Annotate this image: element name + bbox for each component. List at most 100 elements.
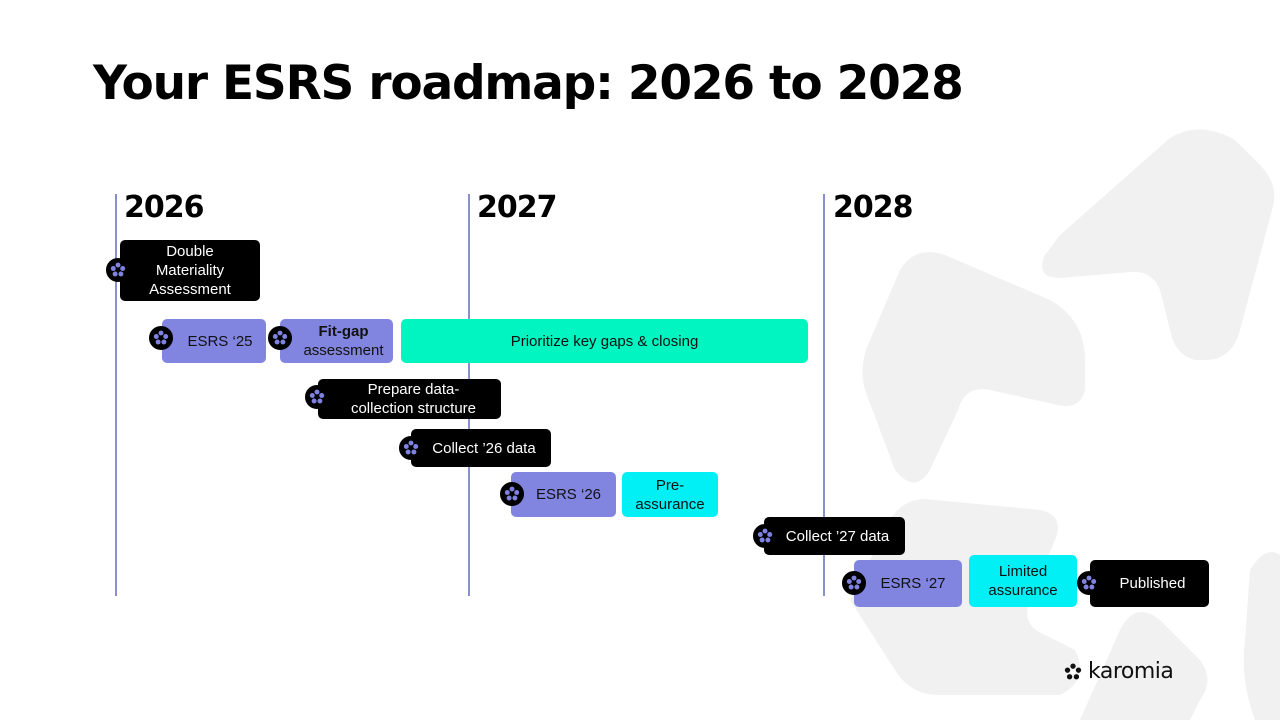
flower-center — [409, 446, 413, 450]
task-label-line: Materiality — [155, 262, 225, 279]
karomia-flower-icon — [504, 486, 520, 501]
flower-petal — [405, 449, 411, 455]
flower-center — [159, 336, 163, 340]
karomia-marker-icon — [399, 436, 423, 460]
task-published: Published — [1090, 560, 1209, 607]
flower-petal — [509, 486, 515, 492]
flower-petal — [272, 333, 278, 339]
flower-petal — [311, 398, 317, 404]
task-label-line: Fit-gap — [318, 323, 369, 340]
flower-petal — [158, 330, 164, 336]
flower-petal — [403, 443, 409, 449]
task-label: Collect ’26 data — [432, 439, 536, 457]
task-label: ESRS ‘27 — [880, 575, 946, 592]
task-label-line: Pre- — [655, 476, 685, 494]
flower-petal — [413, 443, 419, 449]
karomia-logo-icon — [1064, 663, 1082, 679]
flower-petal — [163, 333, 169, 339]
karomia-flower-icon — [110, 262, 126, 277]
flower-petal — [1091, 578, 1097, 584]
karomia-flower-icon — [757, 528, 773, 543]
flower-petal — [314, 389, 320, 395]
flower-petal — [319, 392, 325, 398]
karomia-flower-icon — [153, 330, 169, 345]
flower-petal — [282, 333, 288, 339]
flower-petal — [1083, 584, 1089, 590]
karomia-marker-icon — [106, 258, 130, 282]
task-label: Collect ’27 data — [785, 527, 890, 545]
flower-petal — [506, 495, 512, 501]
task-prioritize-gaps: Prioritize key gaps & closing — [401, 319, 808, 363]
flower-petal — [854, 584, 860, 590]
flower-petal — [112, 271, 118, 277]
flower-petal — [762, 528, 768, 534]
task-label-line: Limited — [998, 563, 1048, 580]
flower-petal — [118, 271, 124, 277]
karomia-marker-icon — [842, 571, 866, 595]
task-label-line: collection structure — [350, 400, 477, 417]
year-line-2026 — [115, 194, 117, 596]
task-esrs-25: ESRS ‘25 — [162, 319, 266, 363]
flower-center — [763, 534, 767, 538]
flower-petal — [767, 531, 773, 537]
task-label-line: Assessment — [149, 281, 231, 298]
flower-petal — [514, 489, 520, 495]
flower-petal — [408, 440, 414, 446]
karomia-flower-icon — [846, 575, 862, 590]
flower-petal — [757, 531, 763, 537]
flower-petal — [115, 262, 121, 268]
flower-petal — [153, 333, 159, 339]
karomia-flower-icon — [272, 330, 288, 345]
flower-petal — [309, 392, 315, 398]
flower-petal — [512, 495, 518, 501]
flower-center — [510, 492, 514, 496]
karomia-marker-icon — [305, 385, 329, 409]
logo-text: karomia — [1088, 659, 1174, 684]
task-label: Prioritize key gaps & closing — [510, 332, 699, 350]
flower-petal — [846, 578, 852, 584]
page-title: Your ESRS roadmap: 2026 to 2028 — [93, 56, 964, 111]
task-label-line: assurance — [635, 495, 705, 513]
task-label: ESRS ‘25 — [187, 332, 253, 350]
karomia-marker-icon — [753, 524, 777, 548]
flower-petal — [1089, 584, 1095, 590]
flower-center — [852, 581, 856, 585]
task-double-materiality: Double Materiality Assessment — [120, 240, 260, 301]
flower-center — [1087, 581, 1091, 585]
flower-petal — [317, 398, 323, 404]
flower-petal — [274, 339, 280, 345]
flower-petal — [856, 578, 862, 584]
task-fit-gap-assessment: Fit-gap assessment — [280, 319, 393, 363]
flower-petal — [155, 339, 161, 345]
task-esrs-26: ESRS ‘26 — [511, 472, 616, 517]
year-label-2028: 2028 — [833, 190, 913, 225]
task-label-line: assessment — [303, 342, 384, 359]
karomia-marker-icon — [500, 482, 524, 506]
year-label-2026: 2026 — [124, 190, 204, 225]
flower-petal — [848, 584, 854, 590]
flower-petal — [765, 537, 771, 543]
karomia-flower-icon — [309, 389, 325, 404]
flower-petal — [120, 265, 126, 271]
task-collect-26-data: Collect ’26 data — [411, 429, 551, 467]
flower-petal — [759, 537, 765, 543]
task-label: Published — [1119, 575, 1186, 592]
karomia-marker-icon — [149, 326, 173, 350]
task-limited-assurance: Limited assurance — [969, 555, 1077, 607]
flower-petal — [161, 339, 167, 345]
karomia-marker-icon — [1077, 571, 1101, 595]
flower-petal — [280, 339, 286, 345]
task-label: ESRS ‘26 — [535, 486, 602, 503]
flower-center — [315, 395, 319, 399]
flower-petal — [1086, 575, 1092, 581]
year-line-2028 — [823, 194, 825, 596]
flower-petal — [851, 575, 857, 581]
task-label-line: Prepare data- — [367, 381, 460, 398]
year-label-2027: 2027 — [477, 190, 557, 225]
task-prepare-data-collection: Prepare data- collection structure — [318, 379, 501, 419]
flower-petal — [411, 449, 417, 455]
flower-petal — [1081, 578, 1087, 584]
flower-petal — [277, 330, 283, 336]
flower-center — [116, 268, 120, 272]
karomia-logo: karomia — [1063, 659, 1174, 684]
